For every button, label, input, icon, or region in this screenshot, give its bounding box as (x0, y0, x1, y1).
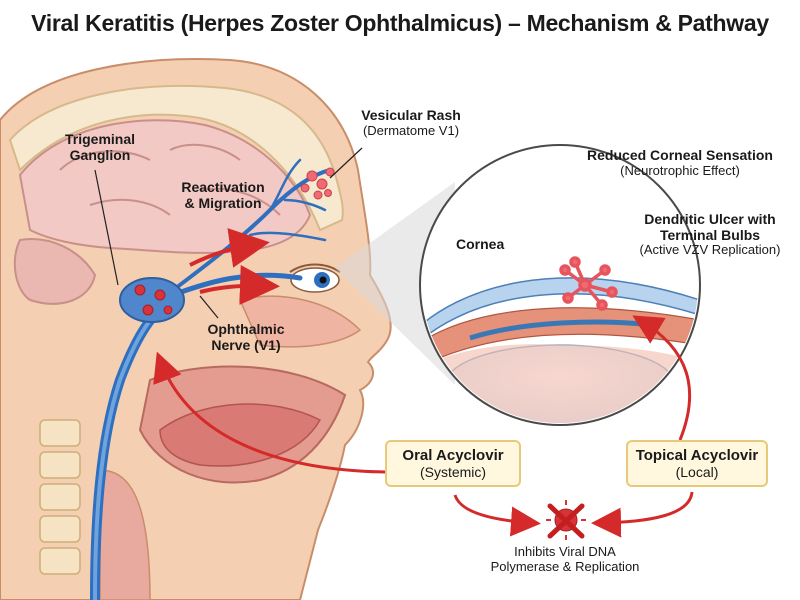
oral-acyclovir-box: Oral Acyclovir (Systemic) (385, 440, 521, 488)
cerebellum (13, 238, 97, 305)
dendritic-ulcer-label: Dendritic Ulcer with Terminal Bulbs (Act… (639, 211, 781, 258)
trigeminal-ganglion (119, 277, 185, 323)
zoom-callout (335, 144, 701, 426)
skull (8, 84, 344, 232)
reduced-sensation-label: Reduced Corneal Sensation (Neurotrophic … (587, 147, 773, 178)
oral-to-ganglion-arrow (153, 351, 386, 474)
spine (39, 419, 81, 575)
topical-acyclovir-box: Topical Acyclovir (Local) (626, 440, 768, 488)
ophthalmic-nerve-label: Ophthalmic Nerve (V1) (207, 321, 285, 353)
topical-to-cornea-arrow (632, 315, 692, 441)
cornea-layer (422, 277, 698, 352)
dendritic-ulcer (559, 256, 618, 311)
eye (289, 263, 341, 293)
tongue (159, 403, 322, 467)
virus-particles (134, 284, 173, 316)
page-title: Viral Keratitis (Herpes Zoster Ophthalmi… (31, 10, 769, 36)
cross-mark-icon (547, 503, 585, 539)
vesicular-rash (300, 167, 335, 200)
topical-to-inhibit-arrow (591, 491, 694, 538)
inhibited-virus-icon (546, 500, 586, 540)
migration-arrow-upper (189, 228, 270, 268)
inhibits-label: Inhibits Viral DNA Polymerase & Replicat… (490, 544, 640, 574)
trigeminal-ganglion-label: Trigeminal Ganglion (64, 131, 136, 163)
vesicular-rash-label: Vesicular Rash (Dermatome V1) (361, 107, 461, 138)
cornea-label: Cornea (456, 236, 505, 252)
migration-arrow-lower (199, 265, 280, 305)
oral-to-inhibit-arrow (453, 494, 541, 537)
reactivation-label: Reactivation & Migration (181, 179, 265, 211)
